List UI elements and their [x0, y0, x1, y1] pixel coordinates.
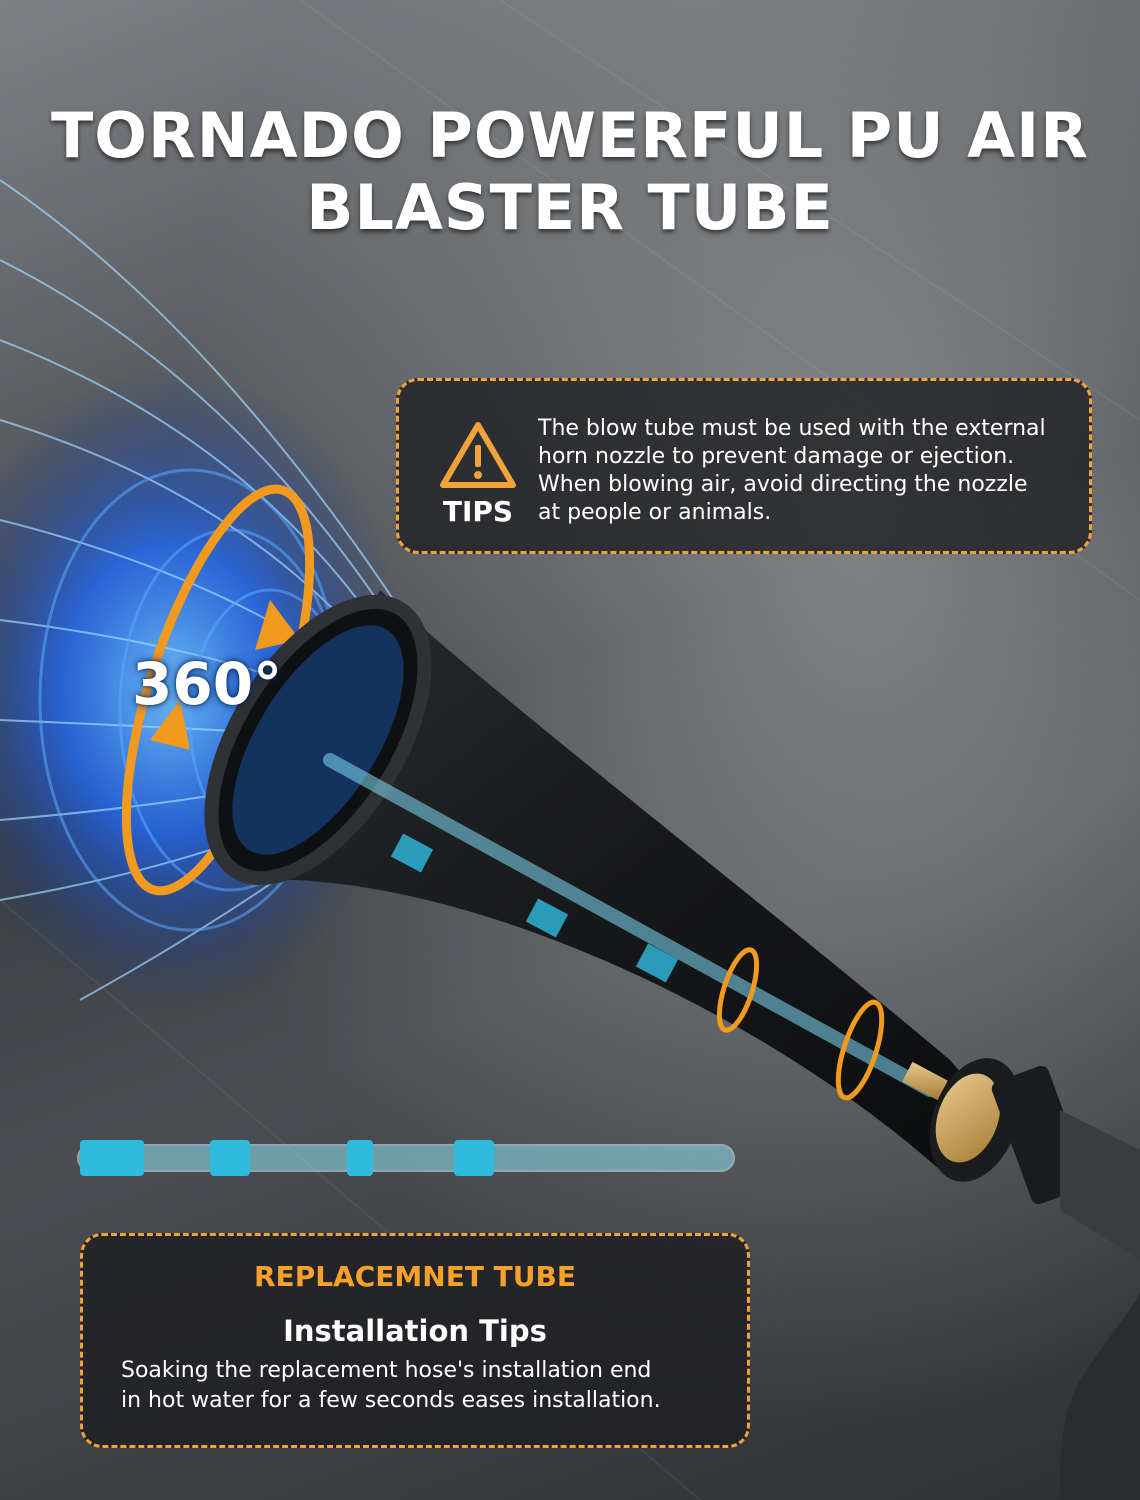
tips-panel: TIPS The blow tube must be used with the…	[396, 378, 1092, 554]
tips-line: at people or animals.	[538, 500, 772, 525]
tips-icon-group: TIPS	[437, 419, 519, 528]
tips-line: The blow tube must be used with the exte…	[538, 416, 1046, 441]
internal-pu-tube	[323, 753, 948, 1101]
replacement-text: Soaking the replacement hose's installat…	[121, 1356, 721, 1416]
tips-label: TIPS	[442, 495, 514, 528]
tips-line: horn nozzle to prevent damage or ejectio…	[538, 444, 1015, 469]
replacement-subtitle: Installation Tips	[283, 1314, 547, 1348]
title-line-2: BLASTER TUBE	[306, 171, 834, 244]
replacement-title: REPLACEMNET TUBE	[254, 1260, 576, 1293]
rotation-label: 360°	[132, 650, 283, 718]
replacement-tube	[77, 1140, 735, 1176]
warning-triangle-icon	[440, 422, 516, 488]
tips-line: When blowing air, avoid directing the no…	[538, 472, 1028, 497]
title-line-1: TORNADO POWERFUL PU AIR	[51, 99, 1089, 172]
page-title: TORNADO POWERFUL PU AIR BLASTER TUBE	[0, 100, 1140, 244]
replacement-line: in hot water for a few seconds eases ins…	[121, 1388, 661, 1413]
blow-gun-handle	[1060, 1110, 1140, 1500]
replacement-line: Soaking the replacement hose's installat…	[121, 1358, 652, 1383]
tips-text: The blow tube must be used with the exte…	[538, 415, 1086, 527]
brass-connector	[929, 1058, 1089, 1205]
replacement-panel: REPLACEMNET TUBE Installation Tips Soaki…	[80, 1233, 750, 1448]
